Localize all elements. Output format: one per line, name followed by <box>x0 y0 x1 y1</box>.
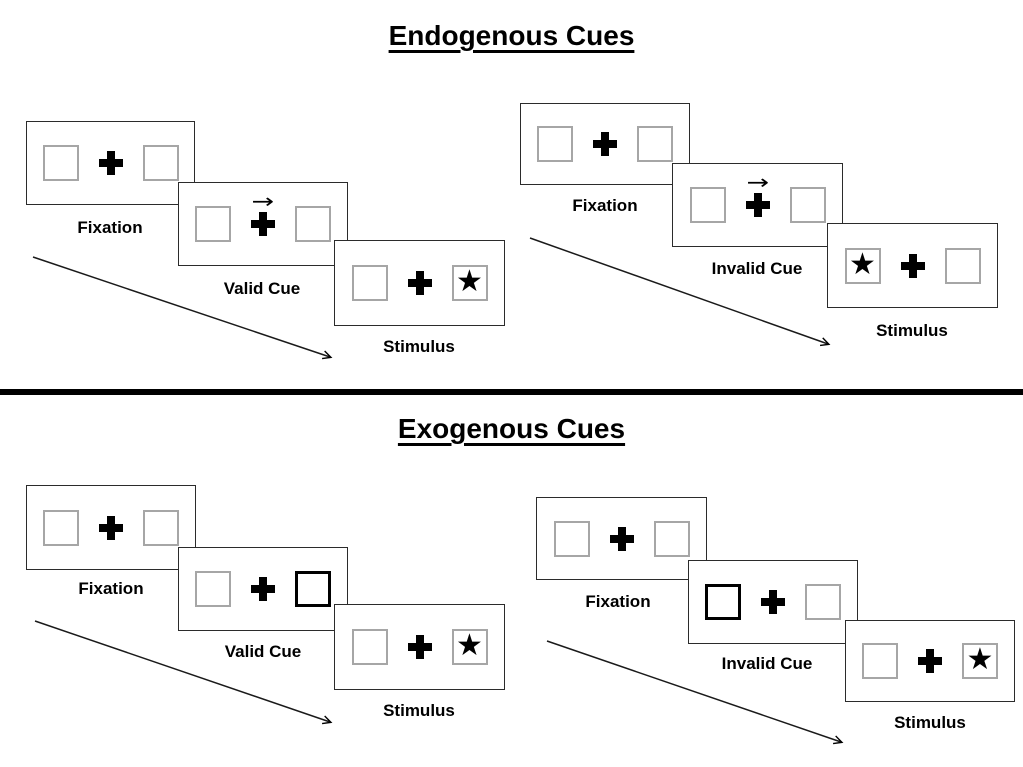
target-box: ★ <box>962 643 998 679</box>
panel-exogenous-invalid-cue <box>688 560 858 644</box>
fixation-cross-icon <box>407 635 432 659</box>
right-box <box>295 206 331 242</box>
timeline-arrow-exogenous-valid <box>34 620 333 725</box>
panel-label-fixation: Fixation <box>572 196 638 215</box>
fixation-cross-wrap: → <box>248 191 278 236</box>
left-box <box>195 571 231 607</box>
panel-label-stimulus: Stimulus <box>894 713 966 732</box>
star-icon: ★ <box>456 264 483 299</box>
target-box: ★ <box>844 246 881 284</box>
fixation-cross-icon <box>407 271 432 295</box>
panel-label-invalid-cue: Invalid Cue <box>711 259 803 278</box>
left-box <box>862 643 898 679</box>
panel-exogenous-valid-cue <box>178 547 348 631</box>
star-icon: ★ <box>849 246 876 282</box>
panel-label-valid-cue: Valid Cue <box>224 642 302 661</box>
timeline-arrow-endogenous-invalid <box>529 237 831 347</box>
fixation-cross-icon <box>99 515 123 540</box>
section-divider <box>0 389 1023 395</box>
left-box <box>351 265 388 301</box>
timeline-arrow-endogenous-valid <box>32 256 333 360</box>
panel-label-fixation: Fixation <box>585 592 651 611</box>
left-box <box>537 126 573 162</box>
star-icon: ★ <box>456 628 483 663</box>
cue-direction-arrow-icon: → <box>251 189 275 213</box>
cue-box <box>705 584 741 620</box>
panel-label-invalid-cue: Invalid Cue <box>721 654 813 673</box>
panel-endogenous-invalid-fixation <box>520 103 690 185</box>
section-title-exogenous: Exogenous Cues <box>397 413 626 444</box>
right-box <box>944 247 981 284</box>
right-box <box>142 145 179 181</box>
target-box: ★ <box>451 264 488 301</box>
fixation-cross-wrap <box>898 253 928 278</box>
fixation-cross-wrap <box>405 635 435 659</box>
left-box <box>43 509 79 546</box>
star-icon: ★ <box>966 642 994 677</box>
fixation-cross-icon <box>98 151 123 175</box>
fixation-cross-icon <box>609 526 634 551</box>
panel-label-fixation: Fixation <box>78 579 144 598</box>
right-box <box>789 187 826 223</box>
fixation-cross-wrap <box>758 590 788 614</box>
panel-endogenous-valid-fixation <box>26 121 195 205</box>
fixation-cross-wrap <box>248 577 278 601</box>
fixation-cross-icon <box>251 212 275 236</box>
right-box <box>143 509 179 546</box>
fixation-cross-wrap: → <box>743 172 773 217</box>
left-box <box>42 145 79 181</box>
panel-label-fixation: Fixation <box>77 218 143 237</box>
panel-exogenous-valid-stimulus: ★ <box>334 604 505 690</box>
panel-endogenous-valid-stimulus: ★ <box>334 240 505 326</box>
panel-endogenous-invalid-cue: → <box>672 163 843 247</box>
panel-endogenous-invalid-stimulus: ★ <box>827 223 998 308</box>
fixation-cross-wrap <box>607 526 637 551</box>
panel-exogenous-invalid-fixation <box>536 497 707 580</box>
left-box <box>689 187 726 223</box>
cue-box <box>295 571 331 607</box>
left-box <box>351 629 388 665</box>
fixation-cross-icon <box>918 649 942 673</box>
fixation-cross-icon <box>761 590 785 614</box>
panel-label-stimulus: Stimulus <box>383 701 455 720</box>
fixation-cross-icon <box>593 132 617 156</box>
fixation-cross-wrap <box>96 515 126 540</box>
fixation-cross-wrap <box>915 649 945 673</box>
panel-label-stimulus: Stimulus <box>383 337 455 356</box>
fixation-cross-icon <box>900 253 925 278</box>
left-box <box>553 520 590 557</box>
panel-label-stimulus: Stimulus <box>876 321 948 340</box>
section-title-endogenous: Endogenous Cues <box>388 20 635 51</box>
right-box <box>653 520 690 557</box>
fixation-cross-icon <box>251 577 275 601</box>
panel-exogenous-invalid-stimulus: ★ <box>845 620 1015 702</box>
right-box <box>637 126 673 162</box>
cue-direction-arrow-icon: → <box>746 170 769 194</box>
fixation-cross-wrap <box>590 132 620 156</box>
target-box: ★ <box>451 628 488 665</box>
fixation-cross-wrap <box>405 271 435 295</box>
panel-endogenous-valid-cue: → <box>178 182 348 266</box>
panel-label-valid-cue: Valid Cue <box>223 279 301 298</box>
fixation-cross-wrap <box>96 151 126 175</box>
panel-exogenous-valid-fixation <box>26 485 196 570</box>
fixation-cross-icon <box>745 193 770 217</box>
right-box <box>805 584 841 620</box>
left-box <box>195 206 231 242</box>
